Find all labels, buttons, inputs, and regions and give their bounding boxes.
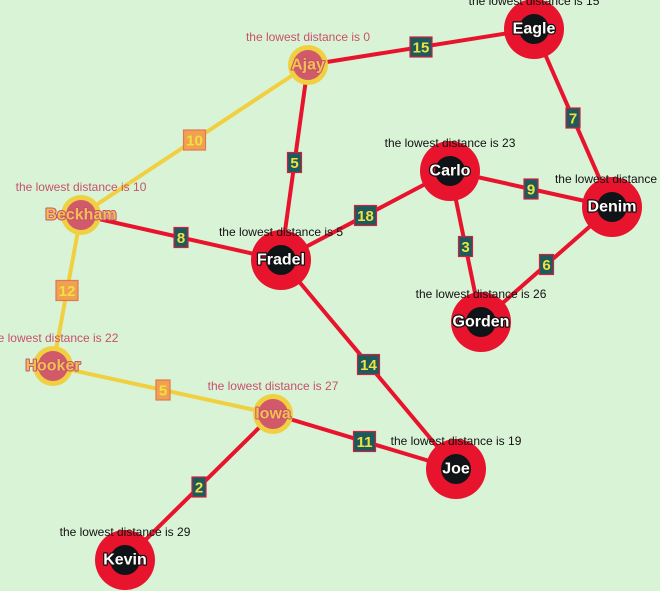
distance-labels-layer: the lowest distance is 0 the lowest dista… [0, 0, 660, 539]
edge-weight-ajay-eagle: 15 [409, 36, 433, 58]
edge-weight-value: 12 [59, 283, 76, 300]
edge-weight-value: 14 [360, 357, 377, 374]
edge-weight-value: 5 [159, 383, 167, 400]
edge-weight-box [155, 379, 171, 401]
edge-weight-iowa-kevin: 2 [191, 476, 207, 498]
node-name: Hooker [25, 358, 80, 375]
node-core [258, 399, 288, 429]
edge-weight-value: 10 [186, 133, 203, 150]
node-name: Ajay [291, 57, 325, 74]
node-name: Carlo [430, 163, 471, 180]
edge-weight-ajay-fradel: 5 [286, 151, 303, 174]
distance-label-joe: the lowest distance is 19 [391, 434, 522, 448]
edge-weight-beckham-fradel: 8 [173, 226, 189, 249]
edge-weight-box [55, 279, 79, 302]
distance-label-gorden: the lowest distance is 26 [416, 287, 547, 301]
edge-weight-value: 15 [413, 40, 430, 57]
edge-weight-fradel-joe: 14 [356, 353, 381, 376]
node-iowa[interactable]: Iowa [253, 394, 293, 434]
edge-weight-value: 18 [357, 208, 374, 225]
edge-weight-box [173, 226, 189, 249]
node-ajay[interactable]: Ajay [288, 45, 328, 85]
edge-weight-box [457, 235, 474, 258]
node-joe[interactable]: Joe [426, 439, 486, 499]
edge-weight-box [356, 353, 381, 376]
node-denim[interactable]: Denim [582, 177, 642, 237]
node-hooker[interactable]: Hooker [24, 346, 82, 386]
edge-weight-value: 2 [195, 480, 203, 497]
distance-label-denim: the lowest distance is [555, 172, 660, 186]
node-name: Gorden [453, 314, 510, 331]
node-kevin[interactable]: Kevin [95, 530, 155, 590]
edge-weight-denim-gorden: 6 [538, 253, 555, 276]
node-fradel[interactable]: Fradel [251, 230, 311, 290]
edge-weight-box [286, 151, 303, 174]
distance-label-kevin: the lowest distance is 29 [60, 525, 191, 539]
node-core [266, 245, 296, 275]
distance-label-beckham: the lowest distance is 10 [16, 180, 147, 194]
node-core [66, 200, 96, 230]
distance-label-hooker: the lowest distance is 22 [0, 331, 119, 345]
node-name: Denim [588, 199, 637, 216]
node-name: Beckham [45, 207, 116, 224]
edge-weight-value: 3 [461, 239, 469, 256]
edge-weight-box [409, 36, 433, 58]
edge-weight-value: 8 [177, 230, 185, 247]
node-beckham[interactable]: Beckham [44, 195, 118, 235]
edge-weight-value: 5 [290, 155, 298, 172]
edge-weight-carlo-denim: 9 [523, 178, 539, 200]
node-core [110, 545, 140, 575]
node-core [435, 156, 465, 186]
edge-weights-layer: 15 10 5 7 8 12 18 14 9 3 6 5 11 2 [55, 36, 581, 498]
node-name: Eagle [513, 21, 556, 38]
node-carlo[interactable]: Carlo [420, 141, 480, 201]
edge-weight-box [191, 476, 207, 498]
node-name: Fradel [257, 252, 305, 269]
edge-weight-value: 6 [542, 257, 550, 274]
edge-weight-fradel-carlo: 18 [353, 204, 378, 227]
edge-weight-value: 7 [569, 111, 577, 128]
distance-label-ajay: the lowest distance is 0 [246, 30, 370, 44]
edge-weight-box [182, 129, 207, 151]
node-name: Kevin [103, 552, 147, 569]
edge-weight-ajay-beckham: 10 [182, 129, 207, 151]
node-core [597, 192, 627, 222]
edge-weight-eagle-denim: 7 [565, 107, 581, 129]
edge-weight-iowa-joe: 11 [352, 430, 377, 453]
edge-weight-box [353, 204, 378, 227]
node-gorden[interactable]: Gorden [451, 292, 511, 352]
edge-weight-box [538, 253, 555, 276]
edge-weight-box [523, 178, 539, 200]
distance-label-eagle: the lowest distance is 15 [469, 0, 600, 8]
node-core [519, 14, 549, 44]
edge-weight-beckham-hooker: 12 [55, 279, 79, 302]
node-core [441, 454, 471, 484]
node-name: Joe [442, 461, 470, 478]
node-core [293, 50, 323, 80]
edge-weight-value: 11 [357, 434, 373, 451]
distance-label-fradel: the lowest distance is 5 [219, 225, 343, 239]
edge-weight-carlo-gorden: 3 [457, 235, 474, 258]
distance-label-iowa: the lowest distance is 27 [208, 379, 339, 393]
node-core [38, 351, 68, 381]
node-core [466, 307, 496, 337]
edge-weight-hooker-iowa: 5 [155, 379, 171, 401]
distance-label-carlo: the lowest distance is 23 [385, 136, 516, 150]
edge-weight-value: 9 [527, 182, 535, 199]
node-name: Iowa [255, 406, 291, 423]
edge-weight-box [565, 107, 581, 129]
edge-weight-box [352, 430, 377, 453]
node-eagle[interactable]: Eagle [504, 0, 564, 59]
